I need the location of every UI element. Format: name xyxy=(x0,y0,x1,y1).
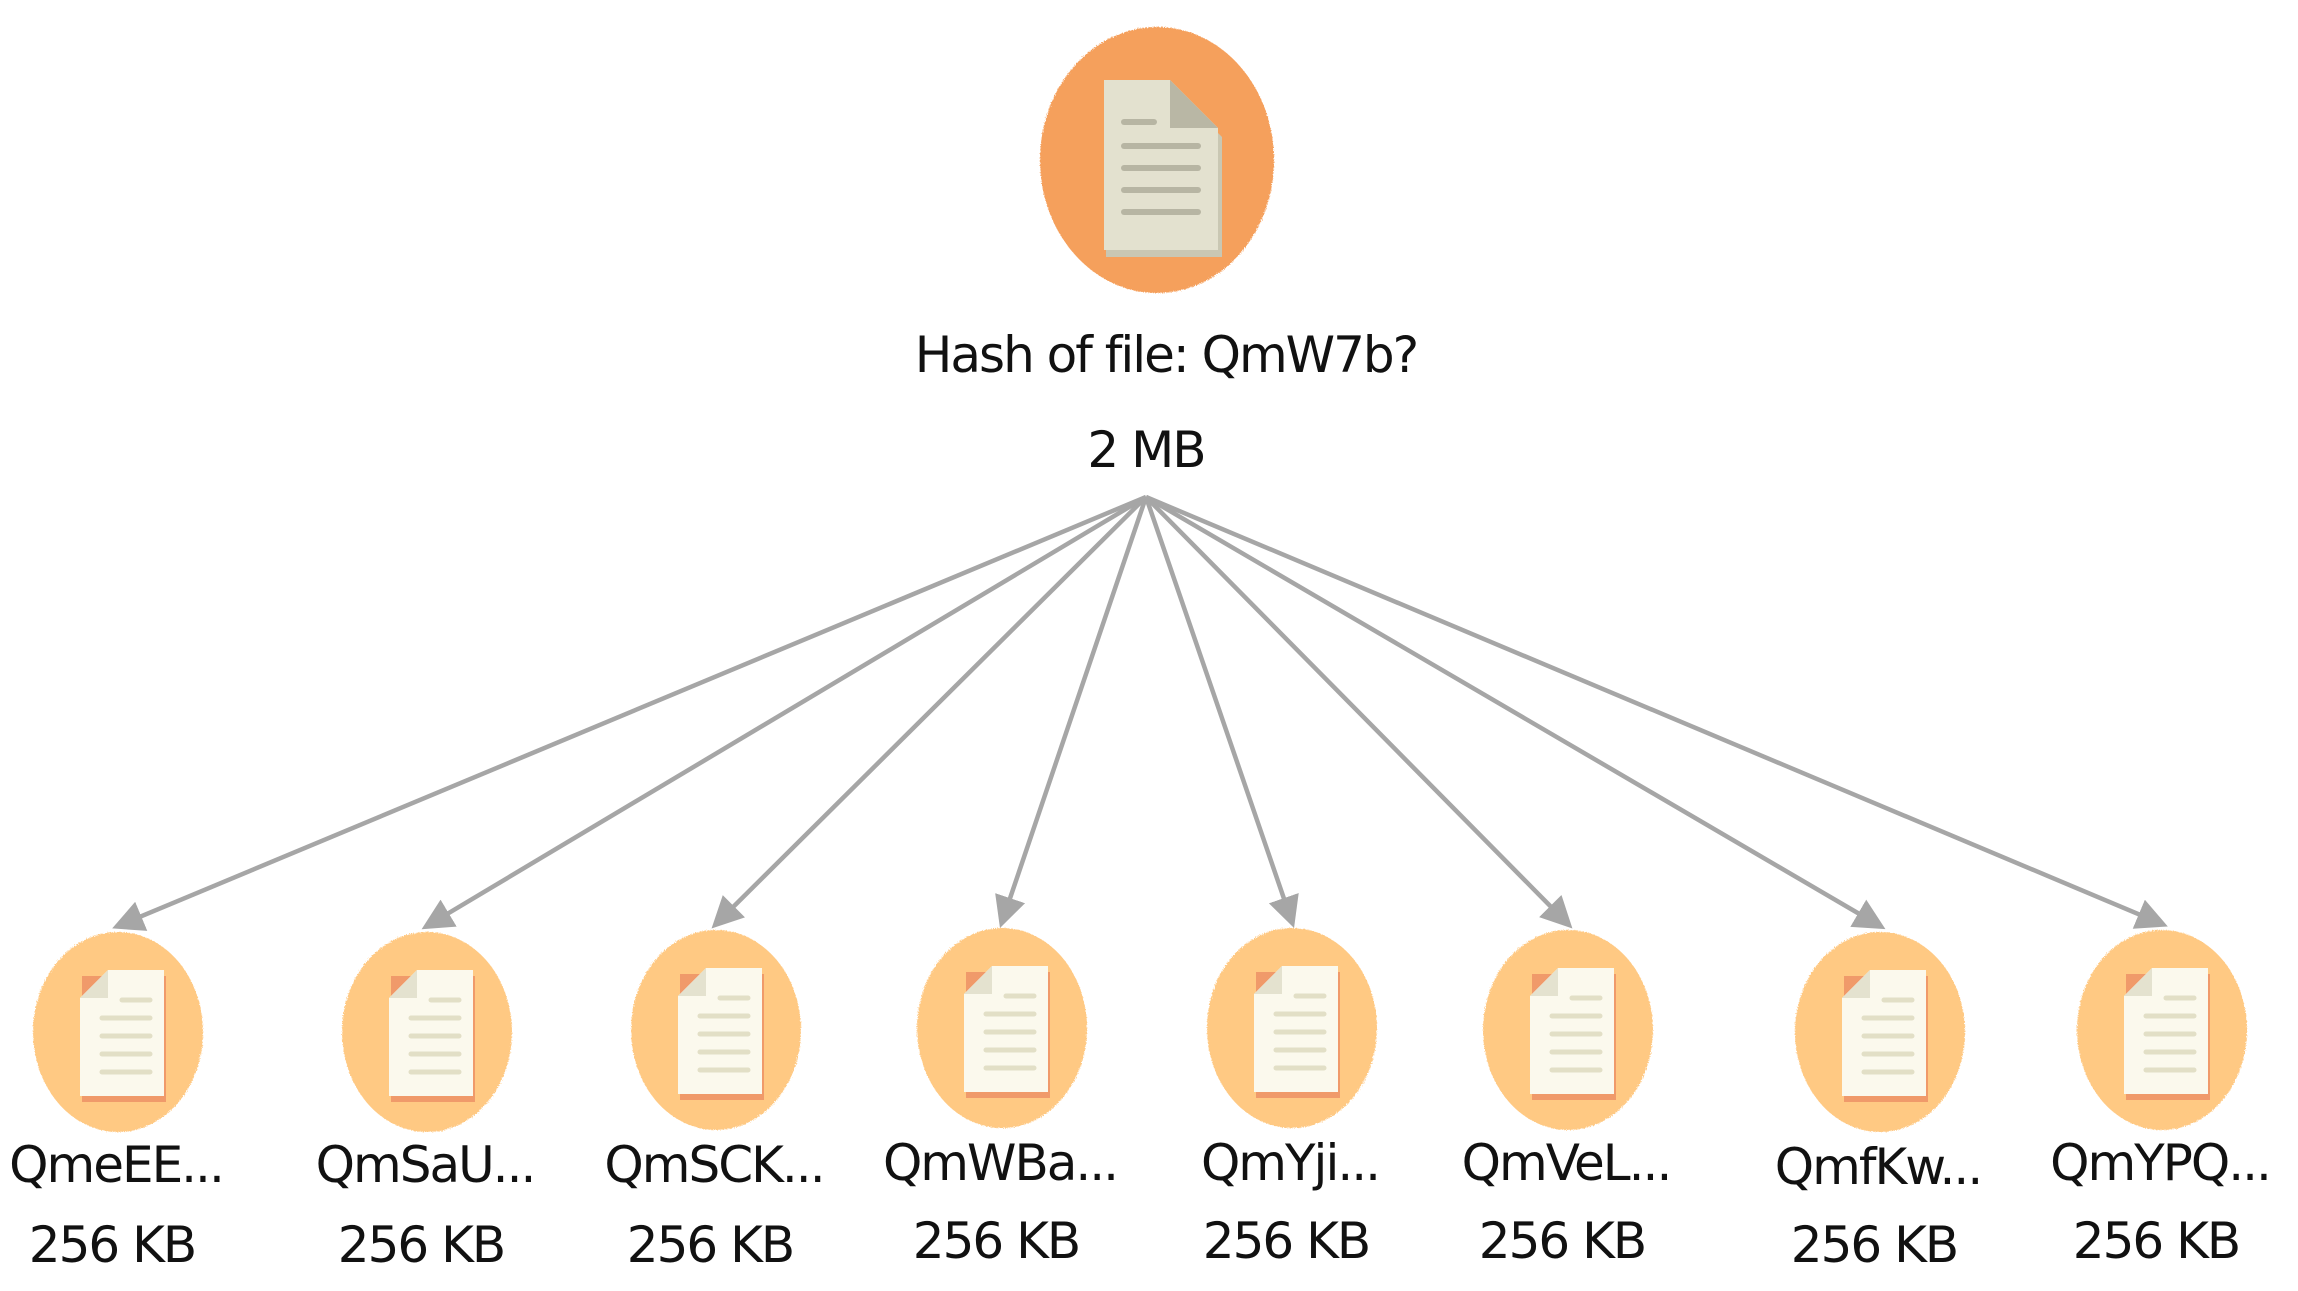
child-chunk-hash: QmfKw... xyxy=(1775,1138,1981,1196)
child-chunk-hash: QmYji... xyxy=(1201,1134,1379,1192)
document-icon xyxy=(678,968,764,1100)
child-chunk-size: 256 KB xyxy=(1479,1212,1645,1270)
child-chunk-size: 256 KB xyxy=(1791,1216,1957,1274)
child-chunk-node[interactable]: QmWBa... 256 KB xyxy=(883,928,1119,1270)
document-icon xyxy=(80,970,166,1102)
child-chunk-hash: QmSCK... xyxy=(604,1136,823,1194)
edge-arrow xyxy=(1143,496,1299,928)
document-icon xyxy=(1104,80,1222,257)
child-chunk-hash: QmYPQ... xyxy=(2050,1134,2270,1192)
document-icon xyxy=(1254,966,1340,1098)
child-chunk-size: 256 KB xyxy=(338,1216,504,1274)
child-chunk-hash: QmSaU... xyxy=(316,1136,535,1194)
document-icon xyxy=(2124,968,2210,1100)
child-chunk-node[interactable]: QmSaU... 256 KB xyxy=(316,932,536,1274)
edge-arrow xyxy=(995,496,1149,928)
edge-arrow xyxy=(1145,494,2168,929)
child-chunk-node[interactable]: QmeEE... 256 KB xyxy=(9,932,225,1274)
child-chunk-node[interactable]: QmSCK... 256 KB xyxy=(604,930,826,1274)
edge-arrow xyxy=(421,495,1148,930)
document-icon xyxy=(389,970,475,1102)
child-chunk-size: 256 KB xyxy=(1203,1212,1369,1270)
child-chunk-node[interactable]: QmYji... 256 KB xyxy=(1201,928,1381,1270)
root-file-size: 2 MB xyxy=(1087,421,1204,479)
edge-arrow xyxy=(112,494,1147,931)
root-file-title: Hash of file: QmW7b? xyxy=(915,326,1417,384)
document-icon xyxy=(964,966,1050,1098)
document-icon xyxy=(1842,970,1928,1102)
document-icon xyxy=(1530,968,1616,1100)
child-chunk-size: 256 KB xyxy=(29,1216,195,1274)
child-chunk-node[interactable]: QmfKw... 256 KB xyxy=(1775,932,1983,1274)
child-chunk-node[interactable]: QmVeL... 256 KB xyxy=(1462,930,1672,1270)
edge-arrow xyxy=(1144,495,1886,930)
child-chunk-size: 256 KB xyxy=(627,1216,793,1274)
edge-arrow xyxy=(1144,495,1573,929)
child-chunk-hash: QmWBa... xyxy=(883,1134,1117,1192)
child-chunk-size: 256 KB xyxy=(913,1212,1079,1270)
child-chunk-node[interactable]: QmYPQ... 256 KB xyxy=(2050,930,2272,1270)
child-chunk-size: 256 KB xyxy=(2073,1212,2239,1270)
root-file-node[interactable]: Hash of file: QmW7b? 2 MB xyxy=(915,27,1419,479)
child-chunk-hash: QmVeL... xyxy=(1462,1134,1671,1192)
child-chunks-group: QmeEE... 256 KB QmSaU... 256 KB QmSCK... 256 … xyxy=(9,928,2272,1274)
edges-group xyxy=(112,494,2168,931)
child-chunk-hash: QmeEE... xyxy=(9,1136,223,1194)
edge-arrow xyxy=(711,495,1148,929)
